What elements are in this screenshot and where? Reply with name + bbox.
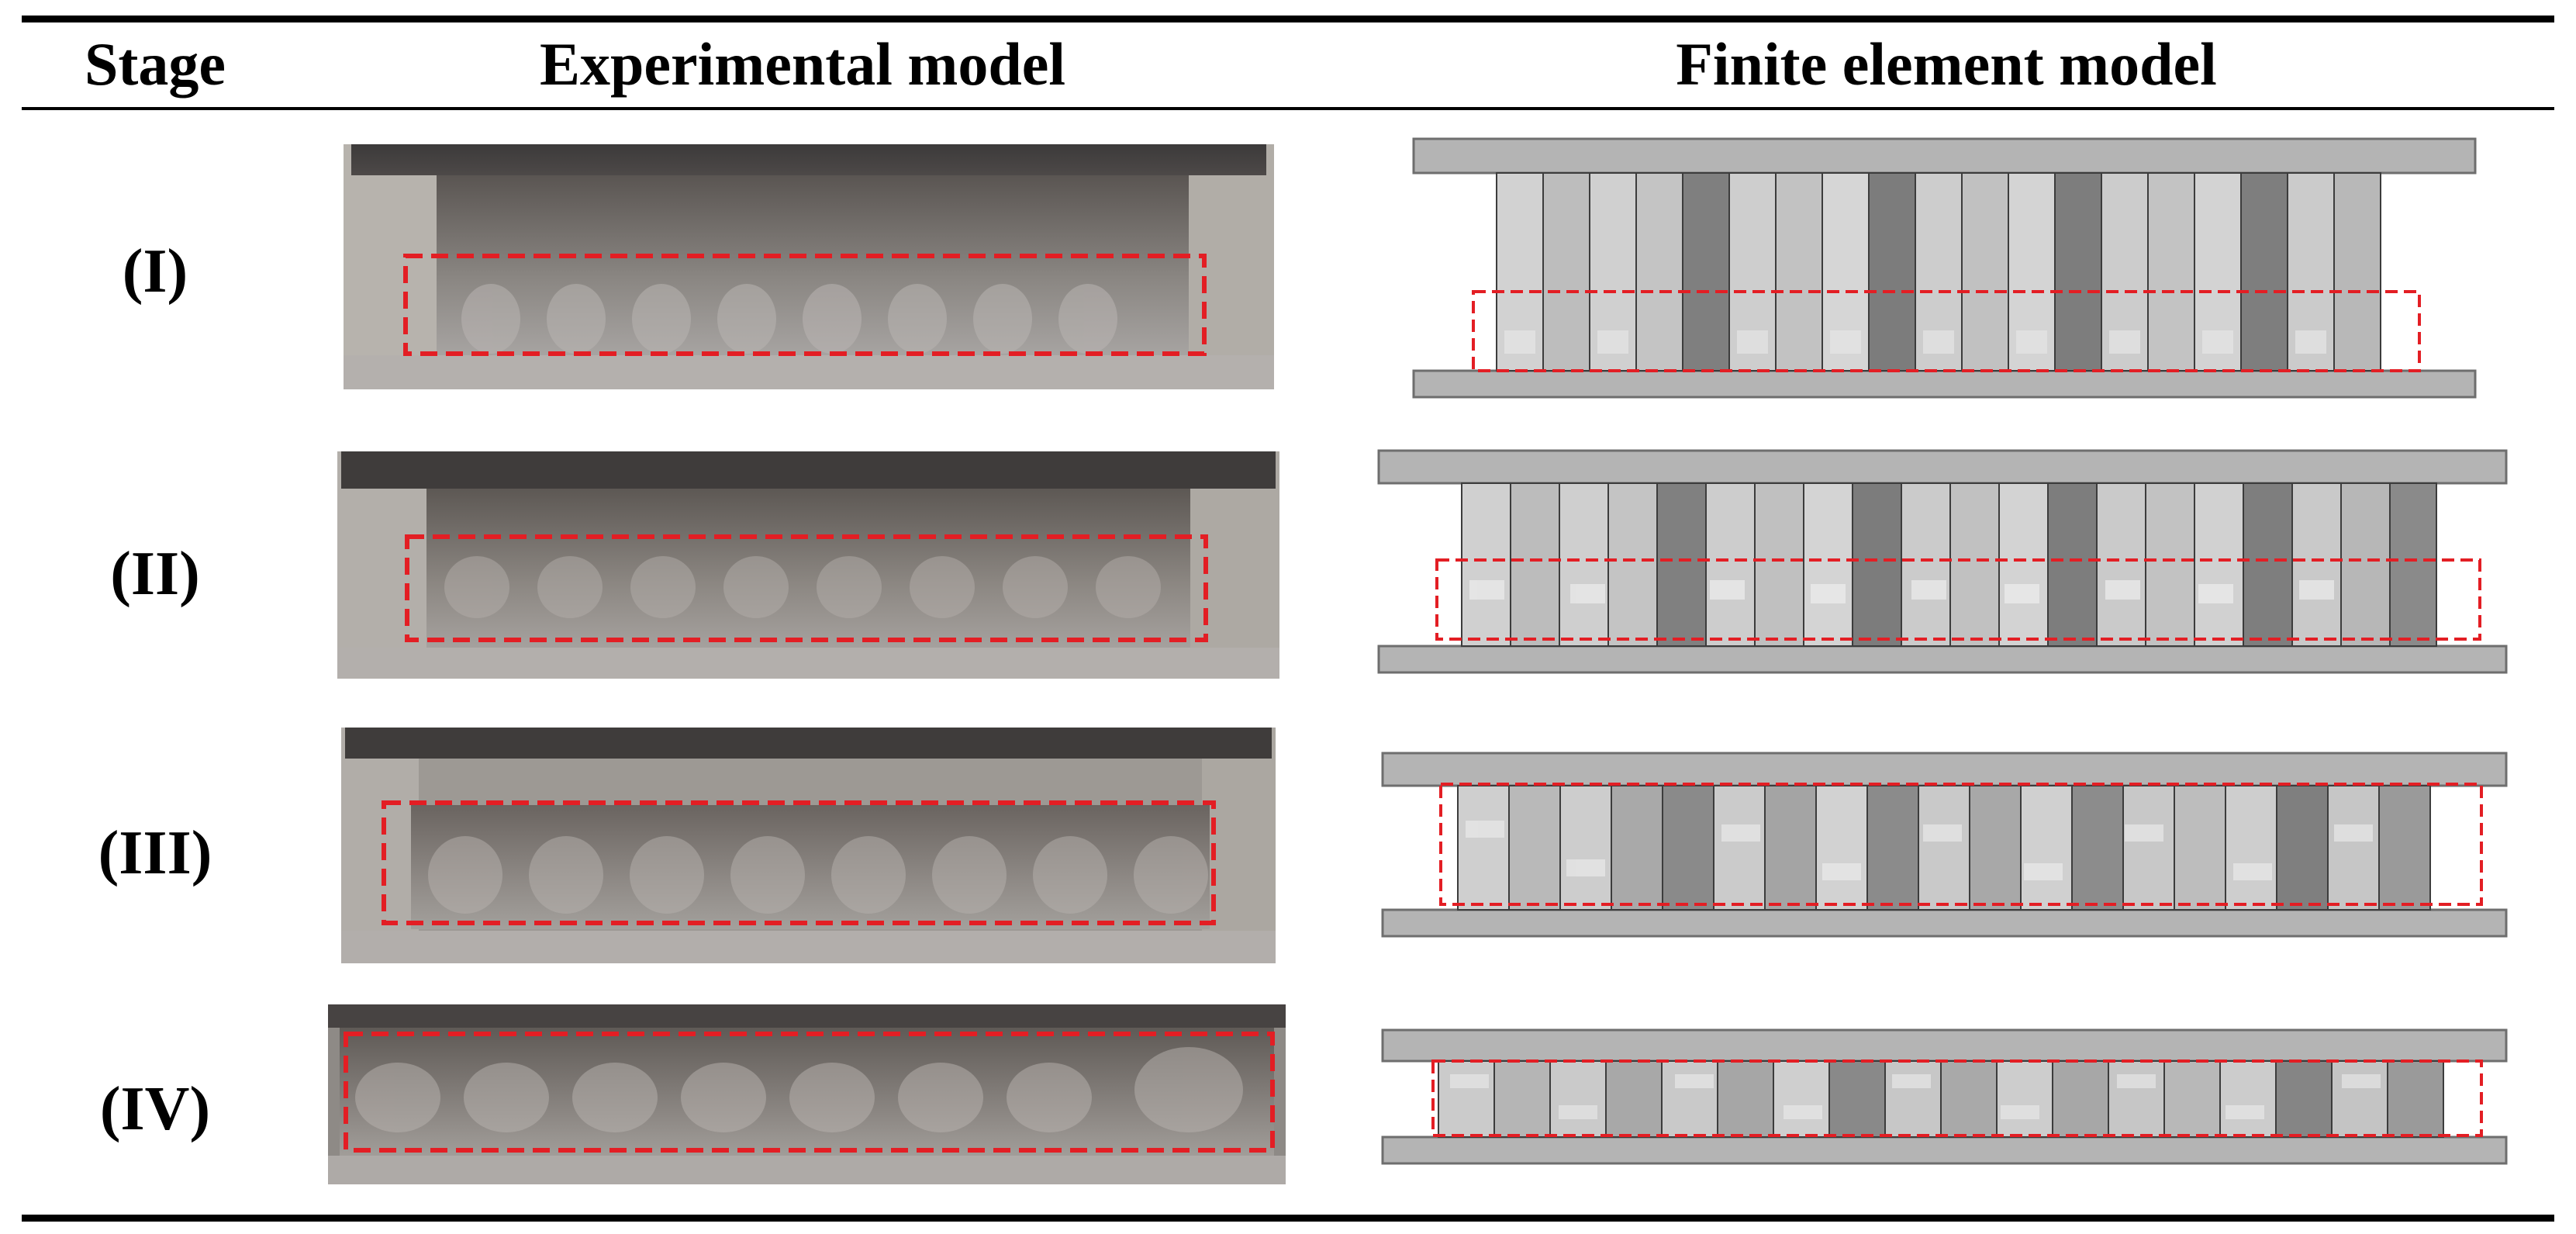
finite-element-image-stage-3 xyxy=(1381,752,2508,938)
stage-label-3: (III) xyxy=(98,819,212,887)
stage-label-1: (I) xyxy=(122,237,188,306)
finite-element-image-stage-2 xyxy=(1377,449,2508,674)
finite-element-image-stage-4 xyxy=(1381,1028,2508,1165)
experimental-image-stage-2 xyxy=(337,451,1279,679)
header-experimental-model: Experimental model xyxy=(539,30,1066,98)
finite-element-image-stage-1 xyxy=(1412,137,2477,399)
stage-label-4: (IV) xyxy=(99,1075,211,1143)
experimental-image-stage-4 xyxy=(328,1004,1286,1184)
header-stage: Stage xyxy=(85,30,226,98)
stage-label-2: (II) xyxy=(110,540,200,608)
table-top-rule xyxy=(22,16,2554,22)
experimental-image-stage-1 xyxy=(344,144,1274,389)
experimental-image-stage-3 xyxy=(341,728,1276,963)
table-header-rule xyxy=(22,107,2554,110)
table-bottom-rule xyxy=(22,1215,2554,1222)
header-finite-element-model: Finite element model xyxy=(1676,30,2217,98)
